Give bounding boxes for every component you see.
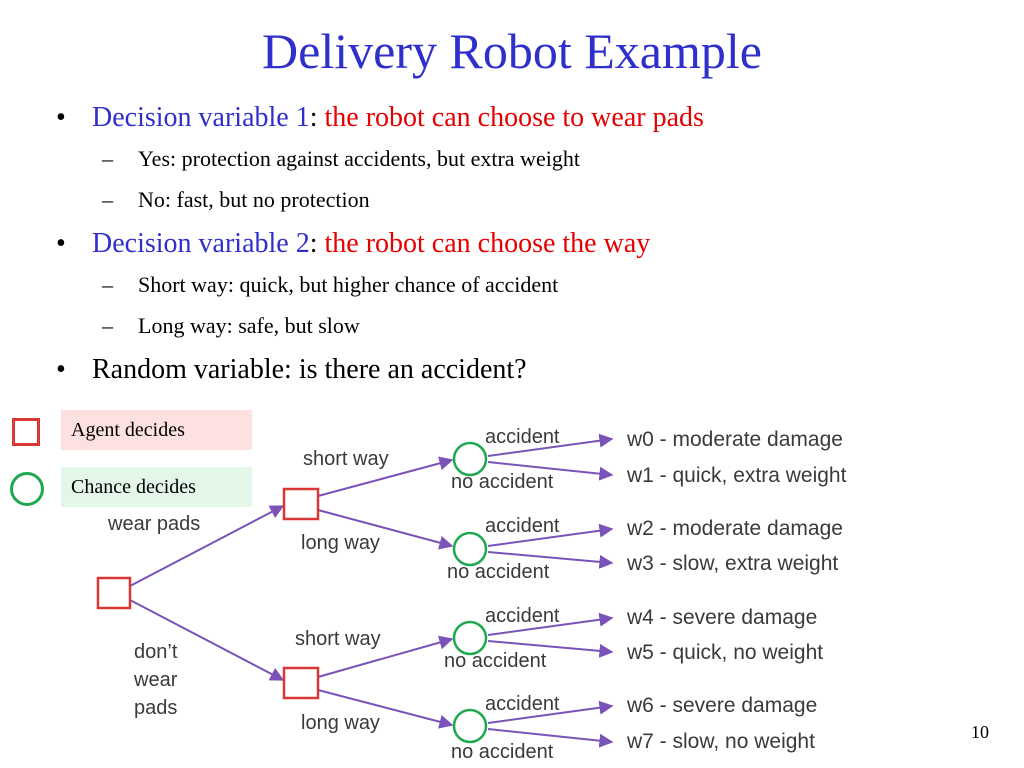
bullet-label: Decision variable 2 <box>92 228 310 259</box>
sub-bullet-marker: – <box>102 146 113 171</box>
label-accident-1: accident <box>485 426 560 448</box>
edge-long-way-2 <box>317 689 454 729</box>
label-short-way-1: short way <box>303 448 389 470</box>
sub-bullet: – Short way: quick, but higher chance of… <box>56 274 996 315</box>
label-accident-4: accident <box>485 693 560 715</box>
bullet-text: Random variable: is there an accident? <box>92 354 527 385</box>
legend-decision-square-icon <box>12 418 40 446</box>
bullet-list: • Decision variable 1: the robot can cho… <box>56 104 996 400</box>
label-no-accident-1: no accident <box>451 471 554 493</box>
chance-node-2 <box>452 531 488 567</box>
sub-bullet: – Long way: safe, but slow <box>56 315 996 356</box>
label-no-accident-3: no accident <box>444 650 547 672</box>
outcome-w2: w2 - moderate damage <box>626 517 843 540</box>
edge-outcome-w0 <box>487 433 614 457</box>
outcome-w5: w5 - quick, no weight <box>626 641 823 664</box>
sub-bullet: – Yes: protection against accidents, but… <box>56 148 996 189</box>
bullet-marker: • <box>56 354 66 385</box>
tree-edges <box>129 433 614 748</box>
slide-title: Delivery Robot Example <box>262 23 762 79</box>
bullet-decision-variable-1: • Decision variable 1: the robot can cho… <box>56 104 996 148</box>
outcome-w6: w6 - severe damage <box>626 694 817 717</box>
legend-chance-decides: Chance decides <box>61 467 252 507</box>
sub-bullet-marker: – <box>102 313 113 338</box>
edge-dont-wear-pads <box>129 599 285 681</box>
edge-outcome-w5 <box>487 640 614 658</box>
bullet-random-variable: • Random variable: is there an accident? <box>56 356 996 400</box>
edge-outcome-w6 <box>487 700 614 724</box>
edge-outcome-w4 <box>487 612 614 636</box>
bullet-marker: • <box>56 102 66 133</box>
edge-outcome-w1 <box>487 461 614 481</box>
sub-bullet-marker: – <box>102 272 113 297</box>
outcome-w3: w3 - slow, extra weight <box>626 552 838 575</box>
bullet-text: the robot can choose the way <box>317 228 651 259</box>
bullet-text: the robot can choose to wear pads <box>317 102 704 133</box>
edge-outcome-w7 <box>487 728 614 748</box>
page-number: 10 <box>971 722 989 742</box>
outcome-w4: w4 - severe damage <box>626 606 817 629</box>
chance-node-3 <box>452 620 488 656</box>
edge-long-way-1 <box>317 509 454 550</box>
label-accident-2: accident <box>485 515 560 537</box>
sub-bullet-text: No: fast, but no protection <box>138 187 370 212</box>
sub-bullet: – No: fast, but no protection <box>56 189 996 230</box>
label-long-way-2: long way <box>301 712 380 734</box>
label-long-way-1: long way <box>301 532 380 554</box>
sub-bullet-text: Long way: safe, but slow <box>138 313 360 338</box>
label-dont-wear-pads-line1: don’t <box>134 641 178 663</box>
edge-wear-pads <box>129 505 285 587</box>
bullet-marker: • <box>56 228 66 259</box>
sub-bullet-text: Yes: protection against accidents, but e… <box>138 146 580 171</box>
label-wear-pads: wear pads <box>107 513 200 535</box>
outcome-w7: w7 - slow, no weight <box>626 730 815 753</box>
bullet-decision-variable-2: • Decision variable 2: the robot can cho… <box>56 230 996 274</box>
label-no-accident-2: no accident <box>447 561 550 583</box>
legend-chance-circle-icon <box>10 472 44 506</box>
edge-outcome-w3 <box>487 551 614 569</box>
chance-node-1 <box>452 441 488 477</box>
edge-outcome-w2 <box>487 523 614 547</box>
label-no-accident-4: no accident <box>451 741 554 763</box>
sub-bullet-marker: – <box>102 187 113 212</box>
edge-short-way-1 <box>317 456 454 497</box>
bullet-colon: : <box>309 102 318 133</box>
chance-node-4 <box>452 708 488 744</box>
decision-node-no-pads <box>282 666 320 700</box>
outcome-w1: w1 - quick, extra weight <box>626 464 847 487</box>
label-dont-wear-pads-line3: pads <box>134 697 177 719</box>
label-dont-wear-pads-line2: wear <box>133 669 178 691</box>
bullet-colon: : <box>309 228 318 259</box>
label-short-way-2: short way <box>295 628 381 650</box>
decision-node-root <box>96 576 132 610</box>
decision-node-wear-pads <box>282 487 320 521</box>
edge-short-way-2 <box>317 635 454 678</box>
label-accident-3: accident <box>485 605 560 627</box>
sub-bullet-text: Short way: quick, but higher chance of a… <box>138 272 559 297</box>
legend-agent-decides: Agent decides <box>61 410 252 450</box>
outcome-w0: w0 - moderate damage <box>626 428 843 451</box>
bullet-label: Decision variable 1 <box>92 102 310 133</box>
